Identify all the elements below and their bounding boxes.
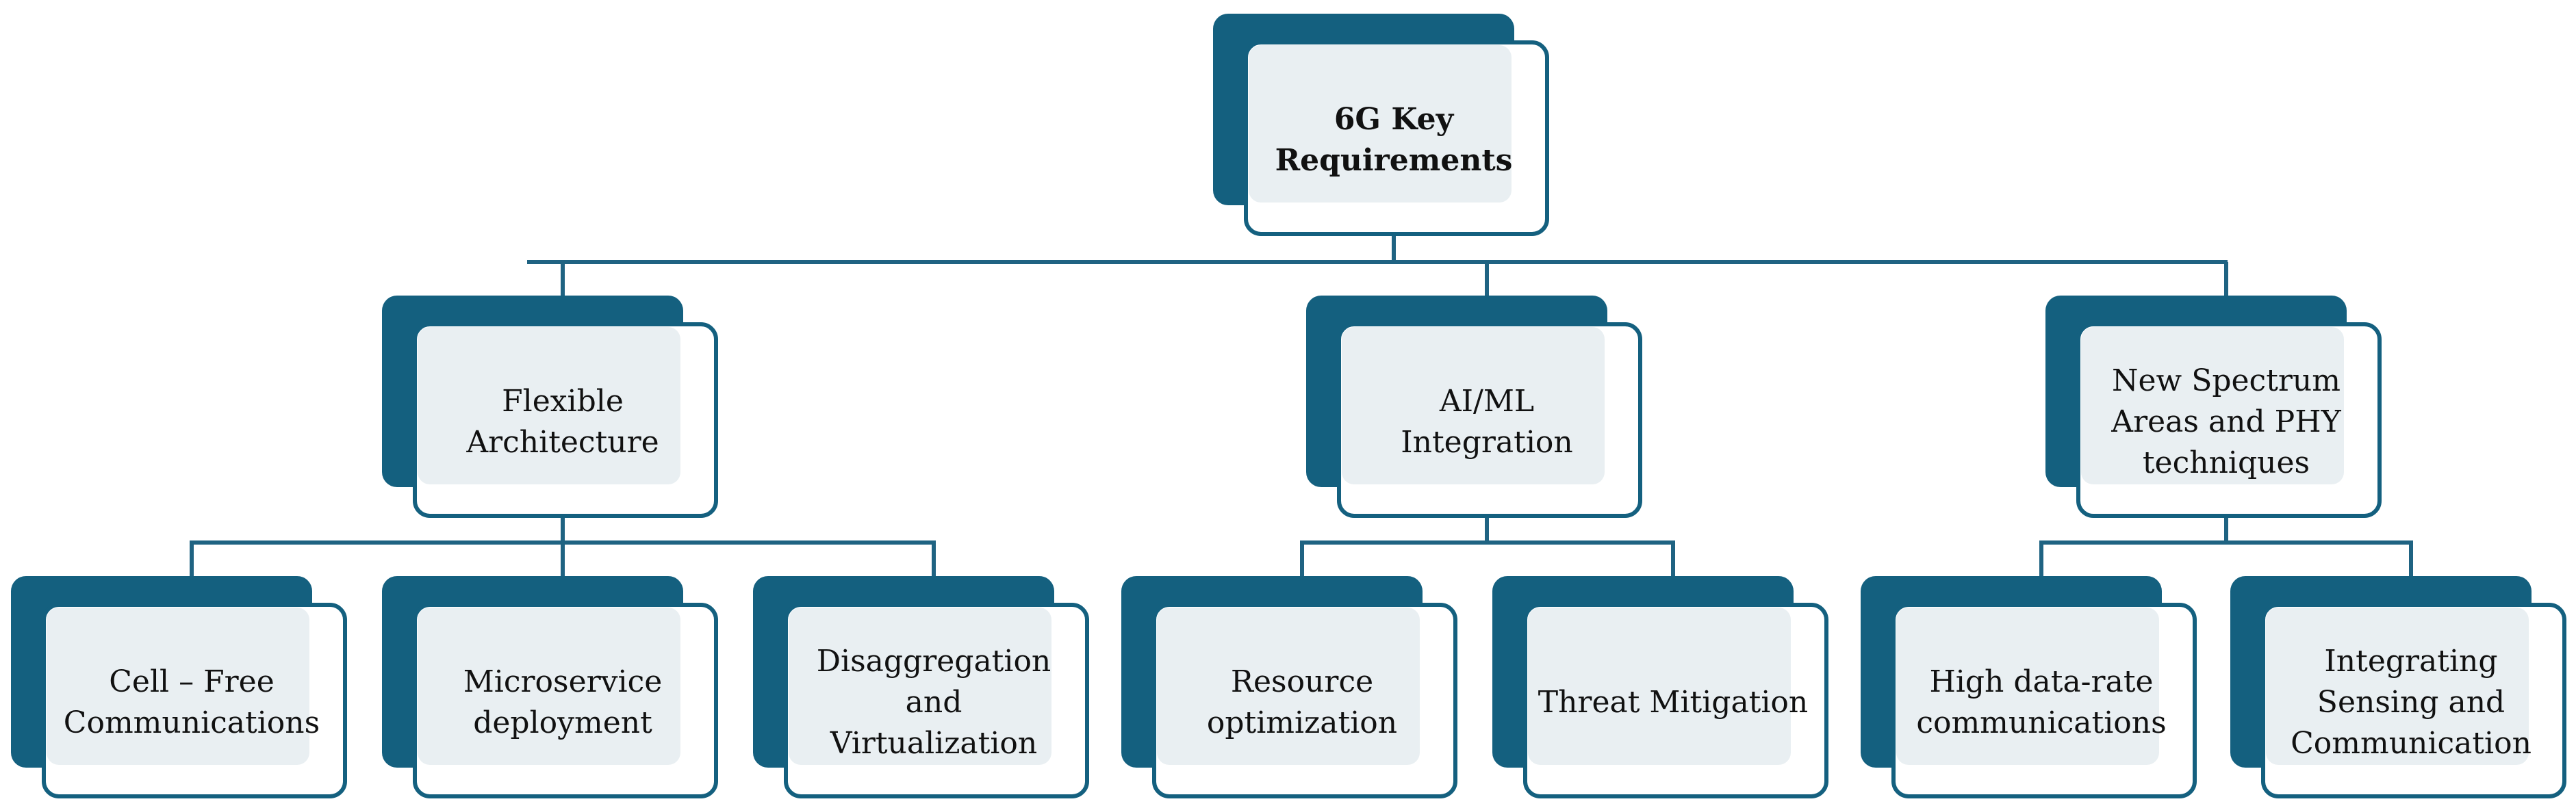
- node-label-line: Areas and PHY: [2110, 404, 2341, 439]
- node-inner-panel: [1528, 608, 1791, 765]
- node-high-data-rate-communications: High data-rate communications: [1861, 576, 2197, 798]
- node-label: Threat Mitigation: [1538, 685, 1809, 720]
- node-label-line: High data-rate: [1929, 664, 2153, 699]
- node-label-line: Architecture: [466, 425, 659, 460]
- node-label-line: Integration: [1401, 425, 1572, 460]
- node-microservice-deployment: Microservice deployment: [382, 576, 718, 798]
- node-label-line: Sensing and: [2317, 685, 2505, 720]
- node-label-line: Virtualization: [830, 726, 1038, 761]
- node-inner-panel: [1157, 608, 1420, 765]
- node-label-line: Flexible: [502, 384, 624, 419]
- node-label: High data-rate communications: [1916, 664, 2166, 740]
- node-inner-panel: [418, 608, 680, 765]
- node-inner-panel: [2081, 327, 2344, 484]
- node-label: Resource optimization: [1207, 664, 1397, 740]
- node-label: Microservice deployment: [463, 664, 663, 740]
- node-label-line: optimization: [1207, 705, 1397, 740]
- connector-lines: [190, 234, 2413, 576]
- node-label-line: deployment: [473, 705, 652, 740]
- node-label-line: AI/ML: [1439, 384, 1534, 419]
- node-label-line: Cell – Free: [109, 664, 274, 699]
- node-label-line: Requirements: [1275, 143, 1513, 178]
- node-label-line: Integrating: [2324, 644, 2497, 679]
- node-inner-panel: [1342, 327, 1605, 484]
- node-label-line: Communication: [2291, 726, 2532, 761]
- node-label: AI/ML Integration: [1401, 384, 1572, 460]
- node-label-line: techniques: [2143, 445, 2310, 480]
- node-label-line: 6G Key: [1334, 102, 1455, 137]
- node-label-line: communications: [1916, 705, 2166, 740]
- node-label-line: Disaggregation: [817, 644, 1051, 679]
- node-threat-mitigation: Threat Mitigation: [1492, 576, 1828, 798]
- node-inner-panel: [2266, 608, 2529, 765]
- node-inner-panel: [47, 608, 309, 765]
- node-label-line: New Spectrum: [2112, 363, 2341, 398]
- node-resource-optimization: Resource optimization: [1121, 576, 1457, 798]
- node-inner-panel: [789, 608, 1051, 765]
- node-label-line: Communications: [64, 705, 320, 740]
- node-ai-ml-integration: AI/ML Integration: [1306, 296, 1642, 518]
- node-inner-panel: [1896, 608, 2159, 765]
- node-inner-panel: [418, 327, 680, 484]
- node-label-line: Threat Mitigation: [1538, 685, 1809, 720]
- node-label-line: Resource: [1231, 664, 1373, 699]
- node-label-line: Microservice: [463, 664, 663, 699]
- node-label-line: and: [906, 685, 962, 720]
- node-inner-panel: [1249, 45, 1512, 203]
